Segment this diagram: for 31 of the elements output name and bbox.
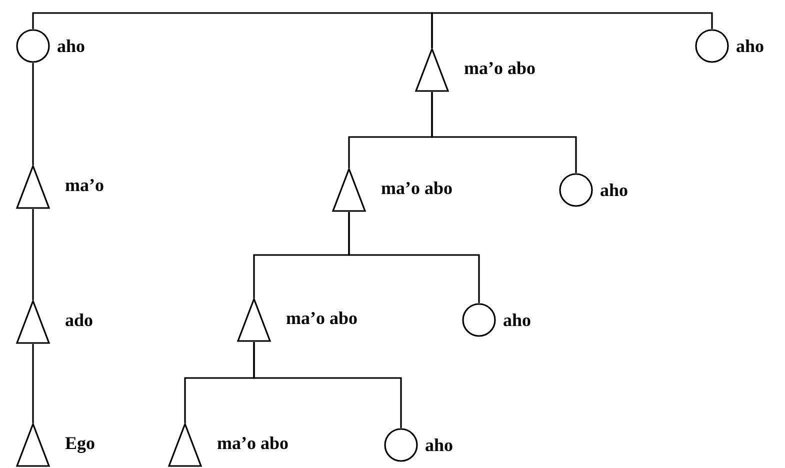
female-circle [16,29,50,63]
female-circle [462,303,496,337]
male-triangle [168,423,202,467]
kin-term-label: ma’o abo [464,58,536,78]
kinship-line [431,12,713,48]
kin-term-label: ma’o abo [381,178,452,198]
kin-term-label: Ego [65,433,96,453]
kin-term-label: aho [736,36,764,56]
kinship-line [253,342,402,428]
kinship-line [348,212,480,303]
female-circle [384,428,418,462]
male-triangle [16,165,50,209]
female-circle [695,29,729,63]
male-triangle [237,298,271,342]
male-triangle [16,300,50,344]
kinship-line [32,63,34,165]
kin-term-label: aho [600,180,628,200]
male-triangle [332,168,366,212]
female-circle [559,173,593,207]
kinship-line [431,92,577,173]
male-triangle [415,48,449,92]
kin-term-label: ado [65,310,94,330]
kin-term-label: ma’o abo [286,308,358,328]
kinship-line [32,209,34,300]
kin-term-label: aho [425,435,454,455]
male-triangle [16,423,50,467]
kin-term-label: ma’o abo [217,433,288,453]
kinship-line [32,344,34,423]
kin-term-label: aho [57,36,86,56]
kin-term-label: aho [503,310,532,330]
kin-term-label: ma’o [65,175,104,195]
